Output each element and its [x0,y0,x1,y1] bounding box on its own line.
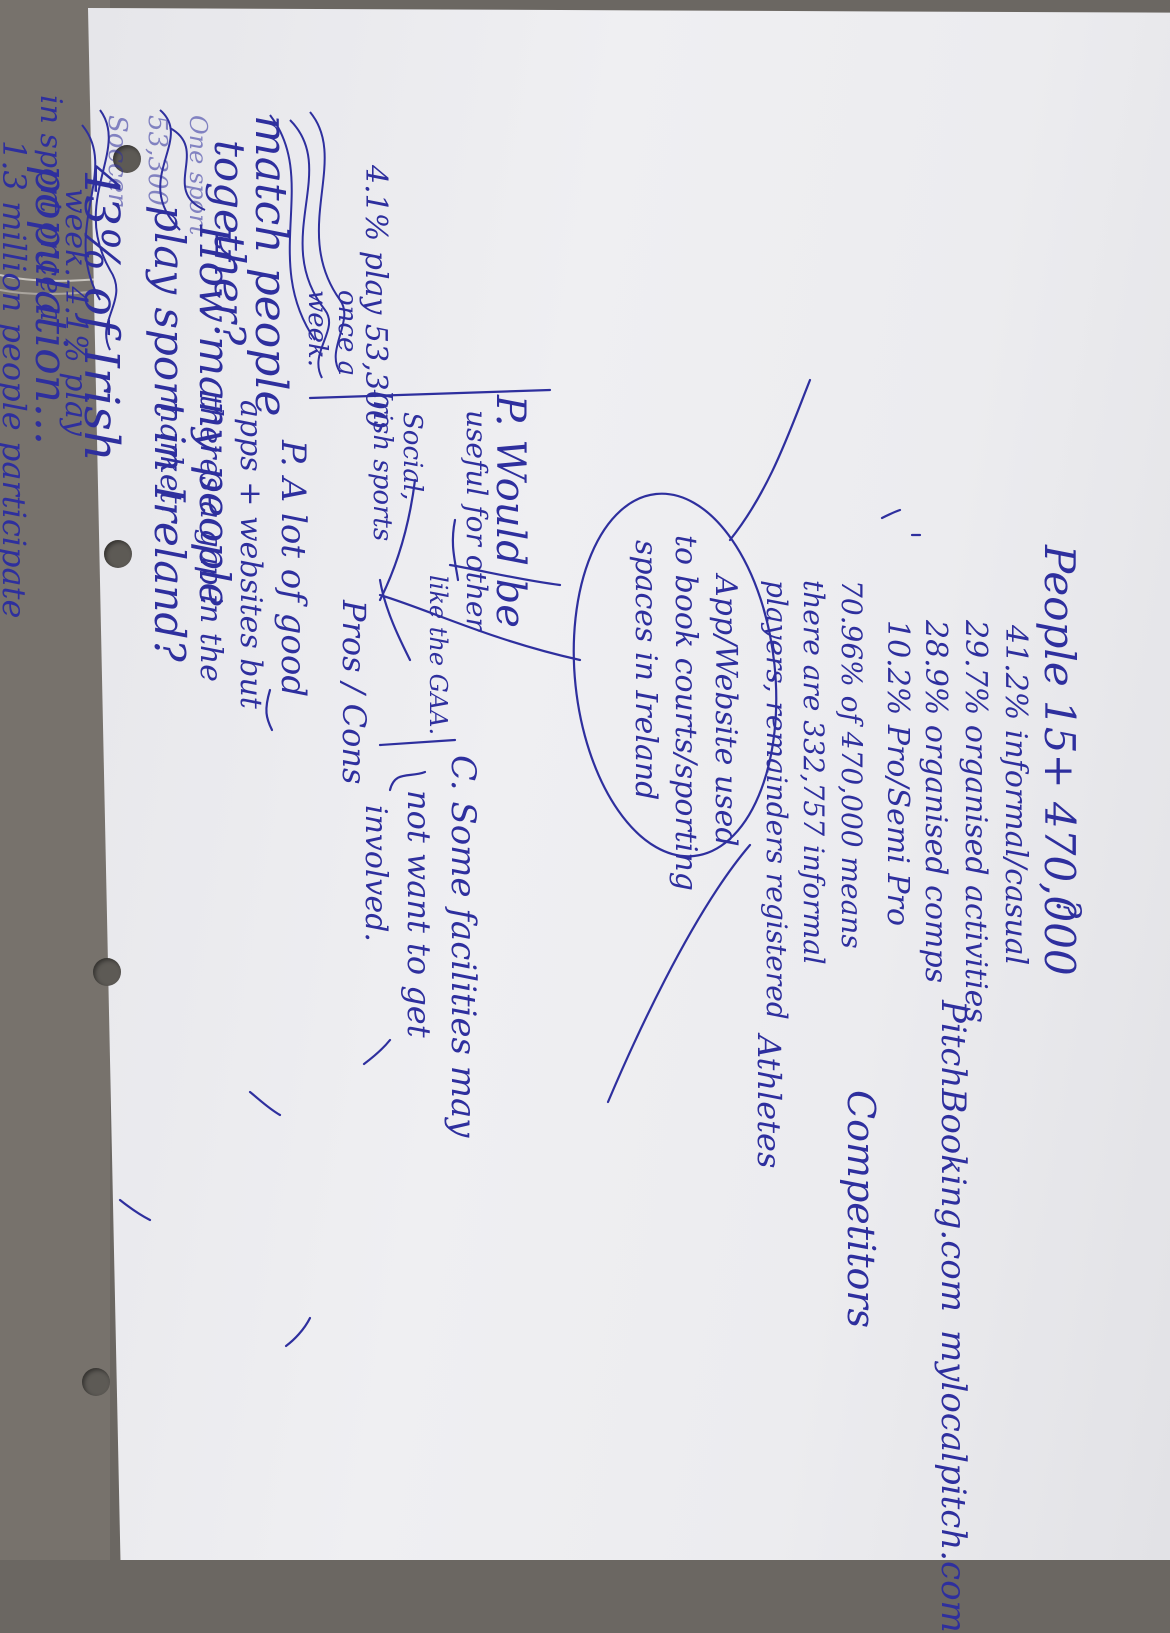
useful-1: P. Would be [487,395,533,628]
paper-sheet [88,8,1170,1560]
note-match-1: match people [245,115,296,417]
mylocalpitch: mylocalpitch.com [933,1330,973,1633]
useful-2: useful for other [460,410,493,631]
crossed-1: Soccer [102,115,132,206]
crossed-2: 53,300 [142,115,172,206]
soccer-line: 4.1% play 53,300 [358,165,393,429]
gap-2: apps + websites but [233,400,268,709]
gaa-note: like the GAA. [424,575,452,736]
facilities-1: C. Some facilities may [443,755,483,1138]
note-participate-1: 1.3 million people participate [0,140,33,619]
soccer-3: week. [302,290,332,368]
punch-hole [113,145,141,173]
pitchbooking: PitchBooking.com [933,1000,973,1312]
crossed-out-scribble [81,109,346,379]
center-topic-1: App/Website used [708,575,743,847]
connector-lines [118,238,922,1348]
people-line-7: there are 332,757 informal [797,580,830,965]
punch-hole [104,540,132,568]
people-line-5: 10.2% Pro/Semi Pro [880,620,915,927]
social-note: Social, [397,412,427,501]
participate-3: week. 4.1% play [58,188,93,436]
people-line-4: 28.9% organised comps [918,620,953,984]
crossed-3: One sport [184,115,212,236]
facilities-3: involved. [358,805,393,942]
handwritten-notes: match people together? How many people p… [0,95,1088,1633]
pros-cons: Pros / Cons [335,600,373,785]
people-line-6: 70.96% of 470,000 means [835,580,868,949]
people-line-2: 41.2% informal/casual [998,625,1033,966]
punch-hole [93,958,121,986]
people-line-3: 29.7% organised activities [958,620,993,1023]
athletes: Athletes [750,1035,788,1169]
facilities-2: not want to get [400,790,438,1038]
background-shadow [0,0,111,1560]
soccer-2: once a [332,290,362,377]
people-line-8: players, remainders registered [760,580,793,1020]
question-mark: ? [1048,900,1088,919]
punch-hole [82,1368,110,1396]
gap-3: theres a gap in the [193,395,228,682]
center-topic-3: spaces in Ireland [628,540,663,801]
competitors: Competitors [839,1090,883,1329]
gap-1: P. A lot of good [273,440,313,698]
gap-4: market. [153,395,188,514]
center-topic-2: to book courts/sporting [668,535,703,891]
